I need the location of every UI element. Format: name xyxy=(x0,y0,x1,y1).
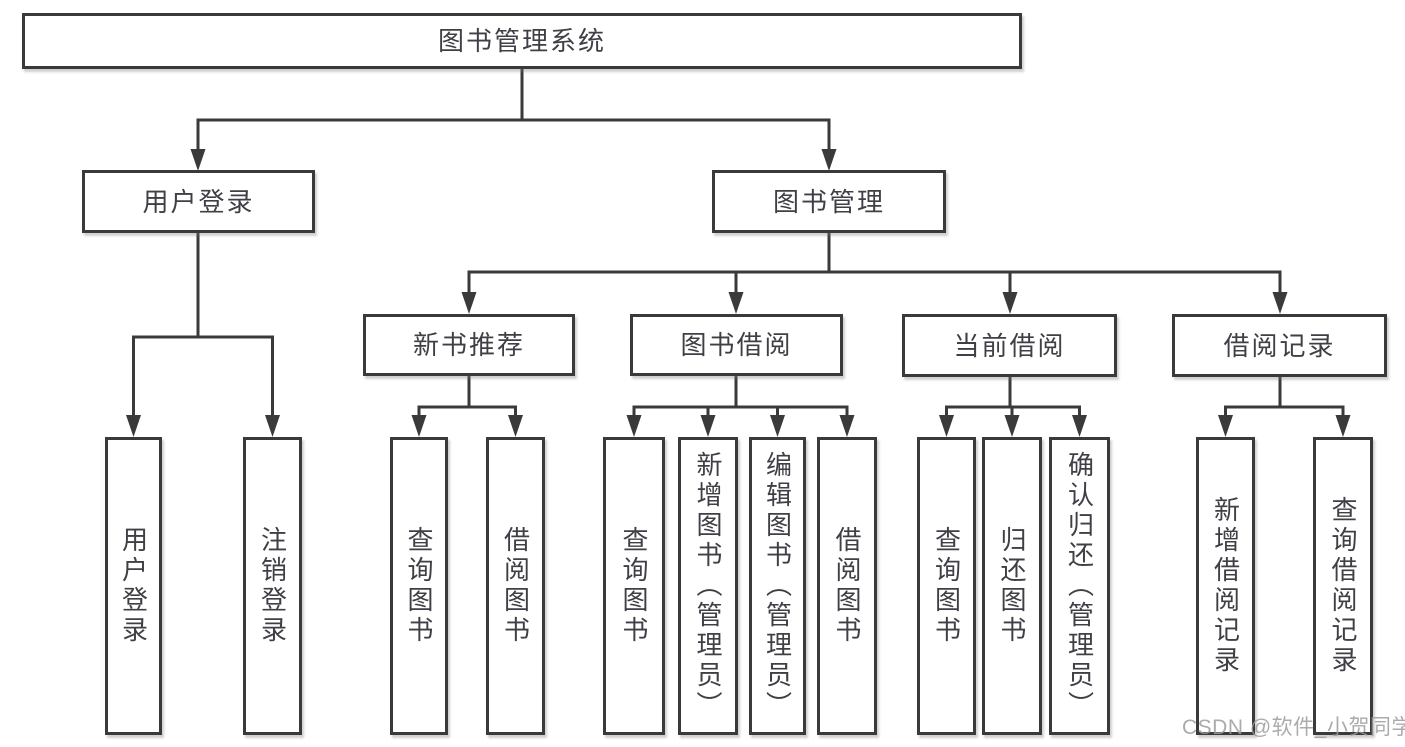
node-current-borrowing-label: 当前借阅 xyxy=(953,330,1066,361)
leaf-records-add-record: 新增借阅记录 xyxy=(1196,437,1255,735)
leaf-records-add-record-label: 新增借阅记录 xyxy=(1210,496,1241,676)
node-user-login-label: 用户登录 xyxy=(142,186,255,217)
leaf-borrowing-add-books-admin: 新增图书（管理员） xyxy=(678,437,738,735)
leaf-borrowing-edit-books-admin: 编辑图书（管理员） xyxy=(749,437,806,735)
node-borrowing-records: 借阅记录 xyxy=(1172,314,1387,377)
node-root-label: 图书管理系统 xyxy=(437,26,606,56)
leaf-borrowing-add-books-admin-label: 新增图书（管理员） xyxy=(693,451,723,721)
node-user-login: 用户登录 xyxy=(82,170,315,233)
leaf-logout: 注销登录 xyxy=(243,437,302,735)
leaf-newbook-query-books: 查询图书 xyxy=(390,437,448,735)
leaf-borrowing-borrow-books-label: 借阅图书 xyxy=(832,526,862,646)
node-book-management-label: 图书管理 xyxy=(772,186,885,217)
leaf-current-query-books: 查询图书 xyxy=(917,437,976,735)
node-current-borrowing: 当前借阅 xyxy=(902,314,1117,377)
leaf-borrowing-edit-books-admin-label: 编辑图书（管理员） xyxy=(762,451,793,721)
node-book-borrowing: 图书借阅 xyxy=(630,314,843,376)
leaf-borrowing-borrow-books: 借阅图书 xyxy=(817,437,877,735)
leaf-user-login-label: 用户登录 xyxy=(118,526,149,646)
leaf-logout-label: 注销登录 xyxy=(257,526,288,646)
leaf-current-confirm-return-admin-label: 确认归还（管理员） xyxy=(1064,451,1095,721)
leaf-newbook-query-books-label: 查询图书 xyxy=(404,526,434,646)
watermark: CSDN @软件_小贺同学 xyxy=(1182,716,1405,739)
node-borrowing-records-label: 借阅记录 xyxy=(1223,330,1336,361)
node-new-book-recommend: 新书推荐 xyxy=(363,314,575,376)
leaf-current-confirm-return-admin: 确认归还（管理员） xyxy=(1049,437,1110,735)
leaf-newbook-borrow-books: 借阅图书 xyxy=(486,437,545,735)
node-book-management: 图书管理 xyxy=(712,170,946,233)
leaf-records-query-record: 查询借阅记录 xyxy=(1313,437,1373,735)
leaf-user-login: 用户登录 xyxy=(105,437,162,735)
node-root: 图书管理系统 xyxy=(22,13,1022,69)
leaf-current-query-books-label: 查询图书 xyxy=(931,526,962,646)
leaf-current-return-books-label: 归还图书 xyxy=(997,526,1027,646)
leaf-records-query-record-label: 查询借阅记录 xyxy=(1328,496,1358,676)
node-book-borrowing-label: 图书借阅 xyxy=(680,330,793,360)
leaf-borrowing-query-books: 查询图书 xyxy=(603,437,665,735)
leaf-newbook-borrow-books-label: 借阅图书 xyxy=(500,526,531,646)
leaf-borrowing-query-books-label: 查询图书 xyxy=(619,526,649,646)
leaf-current-return-books: 归还图书 xyxy=(982,437,1042,735)
node-new-book-recommend-label: 新书推荐 xyxy=(412,330,525,360)
